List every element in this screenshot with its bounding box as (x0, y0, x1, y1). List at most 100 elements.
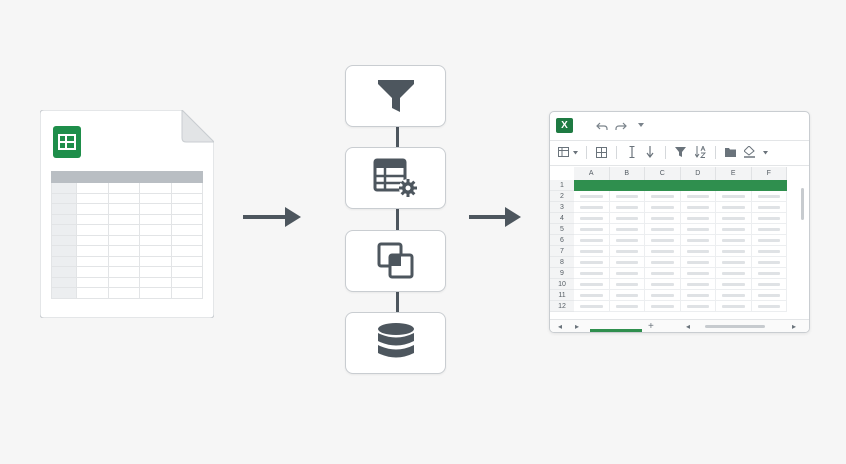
spreadsheet-cell[interactable] (751, 290, 787, 301)
spreadsheet-cell[interactable] (751, 279, 787, 290)
sort-az-icon[interactable] (695, 146, 706, 158)
chevron-down-icon[interactable] (638, 123, 644, 128)
spreadsheet-cell[interactable] (680, 180, 716, 191)
folder-icon[interactable] (725, 147, 736, 157)
spreadsheet-cell[interactable] (680, 268, 716, 279)
add-sheet-button[interactable]: + (648, 321, 654, 332)
borders-icon[interactable] (596, 147, 607, 158)
spreadsheet-cell[interactable] (716, 268, 752, 279)
spreadsheet-cell[interactable] (574, 279, 610, 290)
sort-down-icon[interactable] (646, 146, 654, 158)
spreadsheet-cell[interactable] (609, 202, 645, 213)
spreadsheet-cell[interactable] (716, 257, 752, 268)
row-header[interactable]: 11 (550, 290, 574, 301)
scroll-right-icon[interactable]: ▸ (575, 322, 580, 331)
spreadsheet-cell[interactable] (716, 290, 752, 301)
spreadsheet-cell[interactable] (751, 224, 787, 235)
spreadsheet-cell[interactable] (716, 235, 752, 246)
spreadsheet-cell[interactable] (645, 246, 681, 257)
spreadsheet-cell[interactable] (751, 257, 787, 268)
spreadsheet-cell[interactable] (574, 180, 610, 191)
row-header[interactable]: 3 (550, 202, 574, 213)
chevron-down-icon[interactable] (573, 151, 578, 155)
row-header[interactable]: 8 (550, 257, 574, 268)
row-header[interactable]: 1 (550, 180, 574, 191)
spreadsheet-cell[interactable] (645, 224, 681, 235)
spreadsheet-cell[interactable] (574, 224, 610, 235)
spreadsheet-cell[interactable] (716, 180, 752, 191)
spreadsheet-cell[interactable] (680, 213, 716, 224)
row-header[interactable]: 10 (550, 279, 574, 290)
spreadsheet-cell[interactable] (716, 224, 752, 235)
vertical-scrollbar[interactable] (801, 188, 804, 220)
column-header[interactable]: B (609, 167, 645, 180)
spreadsheet-cell[interactable] (680, 235, 716, 246)
spreadsheet-cell[interactable] (645, 279, 681, 290)
spreadsheet-cell[interactable] (645, 257, 681, 268)
column-header[interactable]: A (574, 167, 610, 180)
spreadsheet-cell[interactable] (751, 268, 787, 279)
spreadsheet-cell[interactable] (609, 301, 645, 312)
spreadsheet-cell[interactable] (609, 180, 645, 191)
row-header[interactable]: 12 (550, 301, 574, 312)
spreadsheet-cell[interactable] (609, 213, 645, 224)
scroll-left-icon[interactable]: ◂ (686, 322, 691, 331)
spreadsheet-cell[interactable] (751, 180, 787, 191)
scroll-right-icon[interactable]: ▸ (792, 322, 797, 331)
column-header[interactable]: E (716, 167, 752, 180)
spreadsheet-cell[interactable] (751, 235, 787, 246)
spreadsheet-cell[interactable] (751, 202, 787, 213)
spreadsheet-cell[interactable] (645, 191, 681, 202)
spreadsheet-cell[interactable] (609, 257, 645, 268)
spreadsheet-cell[interactable] (574, 268, 610, 279)
spreadsheet-cell[interactable] (645, 180, 681, 191)
spreadsheet-cell[interactable] (680, 202, 716, 213)
filter-icon[interactable] (675, 147, 686, 157)
spreadsheet-cell[interactable] (645, 301, 681, 312)
spreadsheet-cell[interactable] (680, 290, 716, 301)
spreadsheet-cell[interactable] (574, 290, 610, 301)
spreadsheet-cell[interactable] (680, 301, 716, 312)
redo-icon[interactable] (615, 120, 627, 132)
spreadsheet-cell[interactable] (751, 191, 787, 202)
horizontal-scrollbar[interactable] (705, 325, 765, 328)
spreadsheet-cell[interactable] (716, 191, 752, 202)
spreadsheet-cell[interactable] (609, 224, 645, 235)
spreadsheet-cell[interactable] (609, 235, 645, 246)
column-header[interactable]: F (751, 167, 787, 180)
spreadsheet-cell[interactable] (716, 246, 752, 257)
spreadsheet-cell[interactable] (574, 213, 610, 224)
undo-icon[interactable] (596, 120, 608, 132)
spreadsheet-cell[interactable] (645, 268, 681, 279)
spreadsheet-cell[interactable] (751, 246, 787, 257)
chevron-down-icon[interactable] (763, 151, 768, 155)
spreadsheet-cell[interactable] (574, 191, 610, 202)
spreadsheet-cell[interactable] (574, 301, 610, 312)
spreadsheet-cell[interactable] (716, 202, 752, 213)
active-sheet-tab[interactable] (590, 329, 642, 332)
spreadsheet-cell[interactable] (645, 290, 681, 301)
spreadsheet-cell[interactable] (680, 257, 716, 268)
row-header[interactable]: 9 (550, 268, 574, 279)
spreadsheet-cell[interactable] (716, 279, 752, 290)
spreadsheet-cell[interactable] (609, 191, 645, 202)
spreadsheet-cell[interactable] (609, 246, 645, 257)
spreadsheet-cell[interactable] (574, 202, 610, 213)
scroll-left-icon[interactable]: ◂ (558, 322, 563, 331)
spreadsheet-cell[interactable] (574, 257, 610, 268)
fill-color-icon[interactable] (744, 146, 755, 158)
spreadsheet-cell[interactable] (645, 213, 681, 224)
row-header[interactable]: 4 (550, 213, 574, 224)
spreadsheet-cell[interactable] (716, 301, 752, 312)
spreadsheet-cell[interactable] (609, 268, 645, 279)
spreadsheet-cell[interactable] (680, 246, 716, 257)
spreadsheet-cell[interactable] (609, 279, 645, 290)
spreadsheet-cell[interactable] (751, 301, 787, 312)
table-icon[interactable] (558, 147, 569, 157)
spreadsheet-cell[interactable] (609, 290, 645, 301)
row-header[interactable]: 6 (550, 235, 574, 246)
spreadsheet-cell[interactable] (645, 235, 681, 246)
column-header[interactable]: C (645, 167, 681, 180)
row-header[interactable]: 7 (550, 246, 574, 257)
column-header[interactable]: D (680, 167, 716, 180)
